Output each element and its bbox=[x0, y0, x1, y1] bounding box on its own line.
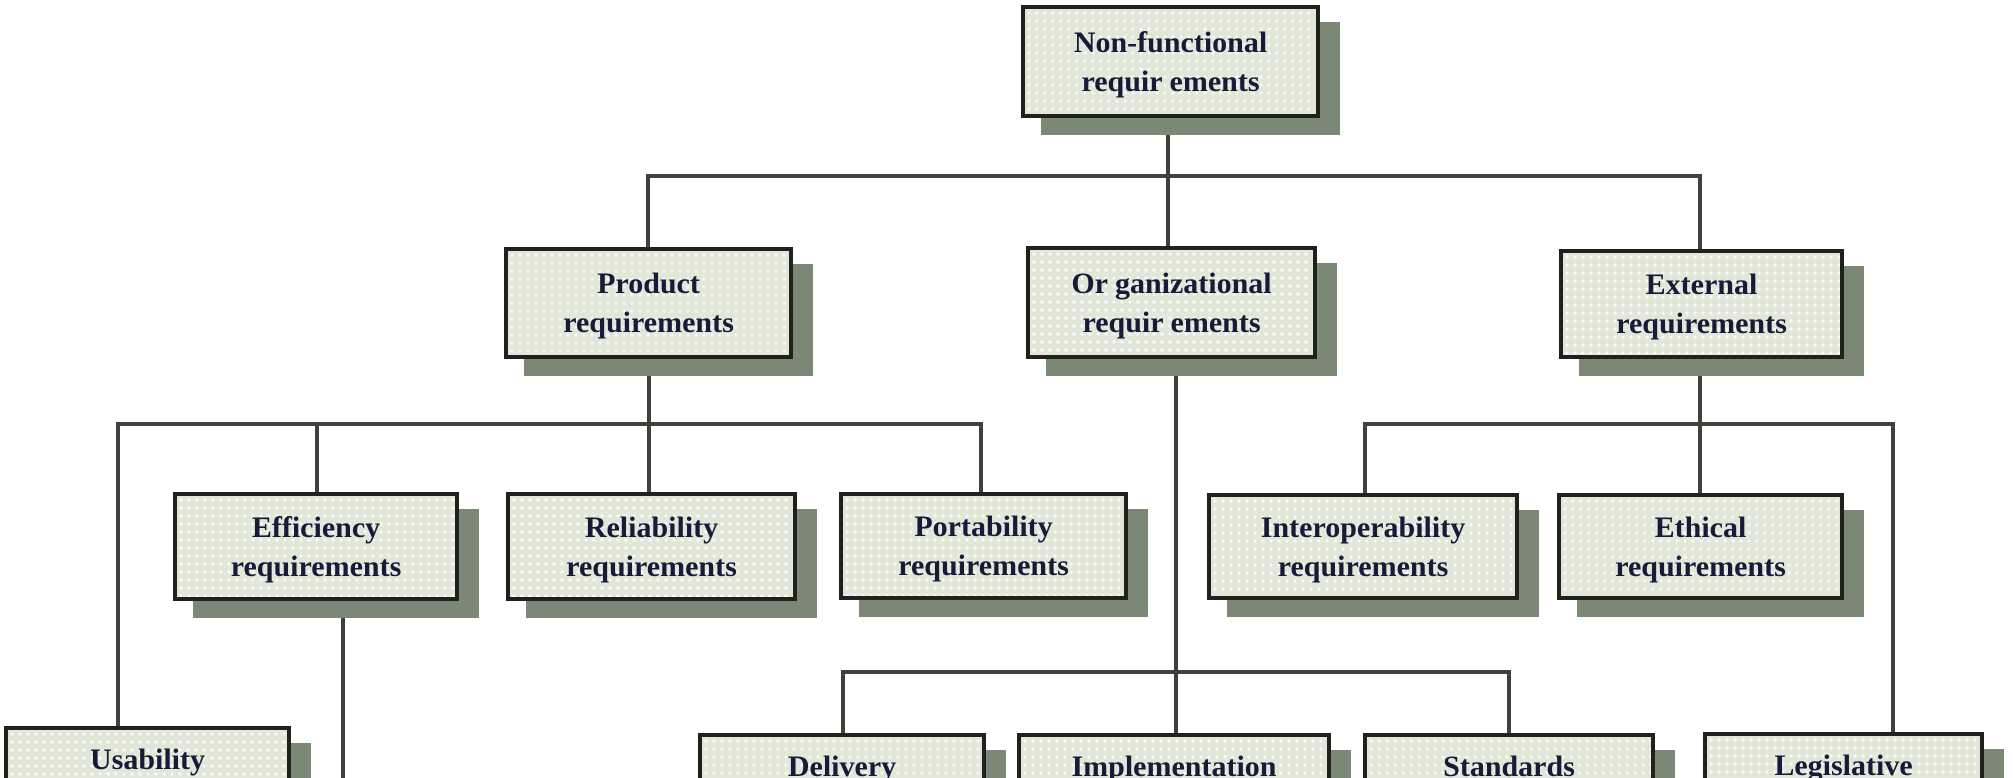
connector-to-delivery bbox=[841, 670, 845, 735]
node-label: Implementation bbox=[1071, 750, 1277, 778]
node-label: Product requirements bbox=[563, 267, 734, 339]
node-label: External requirements bbox=[1616, 268, 1787, 340]
node-implementation-requirements: Implementation bbox=[1017, 733, 1331, 778]
connector-level1-horizontal bbox=[646, 174, 1702, 178]
connector-to-standards bbox=[1507, 670, 1511, 735]
connector-to-interoperability bbox=[1363, 422, 1367, 495]
node-label: Portability requirements bbox=[898, 510, 1069, 582]
node-standards-requirements: Standards bbox=[1363, 733, 1655, 778]
node-product-requirements: Product requirements bbox=[504, 247, 793, 359]
node-external-requirements: External requirements bbox=[1559, 249, 1844, 359]
connector-organizational-horizontal bbox=[841, 670, 1511, 674]
node-reliability-requirements: Reliability requirements bbox=[506, 492, 797, 601]
node-interoperability-requirements: Interoperability requirements bbox=[1207, 493, 1519, 600]
connector-to-external bbox=[1698, 174, 1702, 251]
node-organizational-requirements: Or ganizational requir ements bbox=[1026, 246, 1317, 359]
connector-external-horizontal bbox=[1363, 422, 1895, 426]
node-label: Usability bbox=[89, 743, 206, 776]
connector-organizational-to-implementation bbox=[1174, 357, 1178, 735]
node-portability-requirements: Portability requirements bbox=[839, 492, 1128, 600]
node-efficiency-requirements: Efficiency requirements bbox=[173, 492, 459, 601]
connector-to-efficiency bbox=[315, 422, 319, 494]
node-label: Efficiency requirements bbox=[230, 510, 402, 583]
node-label: Ethical requirements bbox=[1615, 510, 1786, 583]
connector-root-to-organizational bbox=[1166, 115, 1170, 248]
connector-to-product bbox=[646, 174, 650, 249]
node-usability-requirements: Usability bbox=[4, 726, 291, 778]
connector-efficiency-children bbox=[341, 598, 345, 778]
node-ethical-requirements: Ethical requirements bbox=[1557, 493, 1844, 600]
node-delivery-requirements: Delivery bbox=[698, 733, 986, 778]
connector-product-horizontal bbox=[116, 422, 983, 426]
node-label: Or ganizational requir ements bbox=[1071, 266, 1272, 339]
connector-to-usability bbox=[116, 422, 120, 730]
node-label: Non-functional requir ements bbox=[1073, 25, 1268, 98]
connector-to-portability bbox=[979, 422, 983, 494]
node-label: Standards bbox=[1443, 750, 1575, 778]
node-non-functional-requirements: Non-functional requir ements bbox=[1021, 5, 1320, 118]
connector-to-legislative bbox=[1891, 422, 1895, 734]
node-label: Reliability requirements bbox=[566, 510, 737, 583]
node-label: Interoperability requirements bbox=[1260, 510, 1466, 583]
node-label: Delivery bbox=[787, 750, 897, 778]
node-label: Legislative bbox=[1774, 749, 1913, 778]
node-legislative-requirements: Legislative bbox=[1703, 732, 1984, 778]
